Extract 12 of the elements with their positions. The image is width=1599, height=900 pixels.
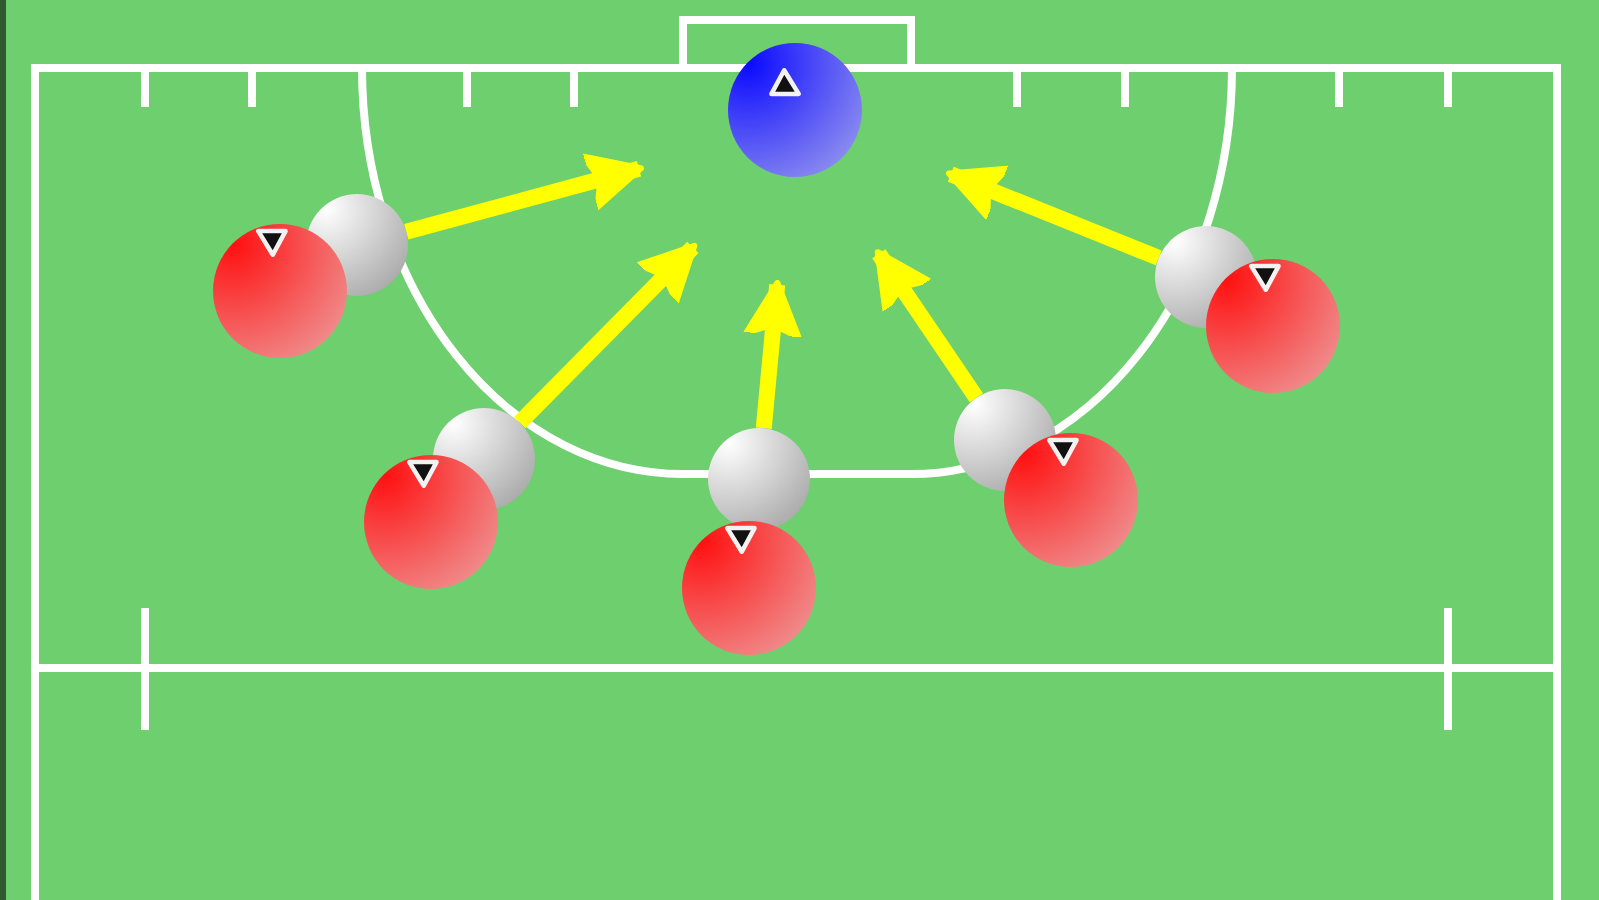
player-circle — [682, 521, 816, 655]
player-circle — [1004, 433, 1138, 567]
player-circle — [213, 224, 347, 358]
movement-arrow — [872, 249, 983, 403]
movement-arrow — [514, 241, 699, 429]
player-circle — [1206, 259, 1340, 393]
movement-arrow — [945, 165, 1162, 266]
ball-circle — [708, 428, 810, 530]
movement-arrow — [743, 279, 802, 429]
movement-arrow — [404, 153, 644, 240]
player-circle — [364, 455, 498, 589]
goalkeeper-circle — [728, 43, 862, 177]
